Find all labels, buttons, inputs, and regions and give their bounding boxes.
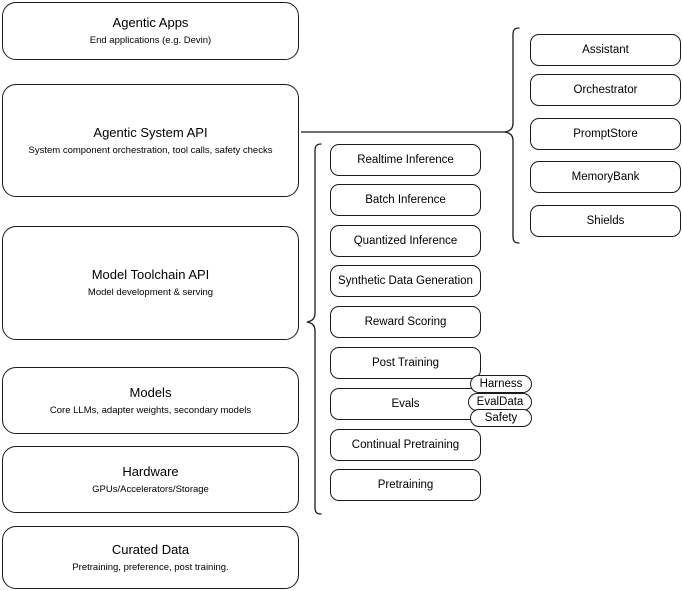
badge-label: EvalData (476, 395, 524, 408)
capability-quantized-inference[interactable]: Quantized Inference (330, 225, 481, 257)
agentic-component-memorybank[interactable]: MemoryBank (530, 161, 681, 193)
layer-subtitle: Model development & serving (87, 287, 214, 298)
layer-subtitle: System component orchestration, tool cal… (28, 144, 273, 156)
layer-title: Curated Data (111, 541, 190, 557)
layer-box-curated-data[interactable]: Curated Data Pretraining, preference, po… (2, 526, 299, 589)
layer-box-models[interactable]: Models Core LLMs, adapter weights, secon… (2, 367, 299, 434)
layer-title: Model Toolchain API (91, 267, 210, 282)
layer-title: Models (129, 384, 172, 400)
capability-label: Post Training (371, 357, 440, 369)
capability-label: Realtime Inference (357, 154, 454, 166)
capability-reward-scoring[interactable]: Reward Scoring (330, 306, 481, 338)
layer-subtitle: Pretraining, preference, post training. (72, 561, 229, 573)
capability-label: Pretraining (377, 479, 434, 491)
evals-badge-harness[interactable]: Harness (470, 375, 532, 393)
component-label: Shields (586, 215, 625, 227)
capability-label: Continual Pretraining (351, 439, 460, 451)
capability-batch-inference[interactable]: Batch Inference (330, 184, 481, 216)
badge-label: Safety (484, 411, 518, 424)
capability-realtime-inference[interactable]: Realtime Inference (330, 144, 481, 176)
badge-label: Harness (479, 377, 523, 390)
capability-post-training[interactable]: Post Training (330, 347, 481, 379)
capability-label: Synthetic Data Generation (338, 275, 473, 287)
layer-title: Agentic Apps (112, 15, 189, 30)
component-label: MemoryBank (571, 171, 640, 183)
layer-title: Agentic System API (93, 124, 208, 140)
agentic-component-shields[interactable]: Shields (530, 205, 681, 237)
capability-pretraining[interactable]: Pretraining (330, 469, 481, 501)
layer-box-agentic-system-api[interactable]: Agentic System API System component orch… (2, 84, 299, 197)
capability-synthetic-data-generation[interactable]: Synthetic Data Generation (330, 265, 481, 297)
component-label: Assistant (582, 44, 629, 56)
agentic-component-assistant[interactable]: Assistant (530, 34, 681, 66)
agentic-bracket (504, 27, 520, 244)
capability-evals[interactable]: Evals (330, 388, 481, 420)
agentic-component-promptstore[interactable]: PromptStore (530, 118, 681, 150)
capability-continual-pretraining[interactable]: Continual Pretraining (330, 429, 481, 461)
layer-box-hardware[interactable]: Hardware GPUs/Accelerators/Storage (2, 446, 299, 513)
capability-label: Batch Inference (365, 194, 446, 206)
evals-badge-safety[interactable]: Safety (470, 409, 532, 427)
layer-subtitle: Core LLMs, adapter weights, secondary mo… (49, 404, 252, 416)
layer-subtitle: End applications (e.g. Devin) (89, 35, 212, 46)
capability-label: Evals (391, 398, 420, 410)
component-label: PromptStore (573, 128, 638, 140)
toolchain-bracket (306, 143, 322, 515)
layer-box-model-toolchain-api[interactable]: Model Toolchain API Model development & … (2, 226, 299, 340)
layer-box-agentic-apps[interactable]: Agentic Apps End applications (e.g. Devi… (2, 2, 299, 60)
component-label: Orchestrator (573, 84, 638, 96)
capability-label: Quantized Inference (353, 235, 458, 247)
agentic-component-orchestrator[interactable]: Orchestrator (530, 74, 681, 106)
layer-subtitle: GPUs/Accelerators/Storage (92, 483, 209, 495)
capability-label: Reward Scoring (364, 316, 447, 328)
layer-title: Hardware (122, 463, 179, 479)
